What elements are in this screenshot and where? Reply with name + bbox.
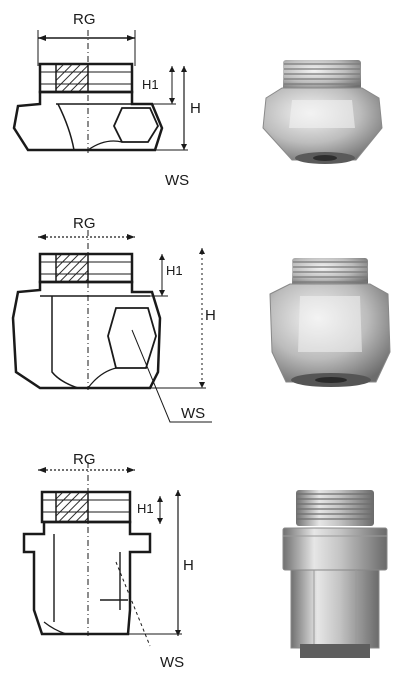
nozzle-photo — [262, 60, 383, 164]
ws-label: WS — [160, 654, 185, 671]
rg-label: RG — [73, 215, 96, 232]
nozzle-variant-2: RG H1 H WS — [0, 216, 408, 444]
rg-label: RG — [73, 11, 96, 28]
nozzle-drawing — [11, 230, 391, 423]
rg-label: RG — [73, 451, 96, 468]
h1-label: H1 — [137, 501, 154, 516]
nozzle-photo — [269, 258, 391, 387]
h1-label: H1 — [166, 263, 183, 278]
thread-hatch — [55, 491, 89, 523]
ws-label: WS — [165, 172, 190, 189]
nozzle-photo — [282, 490, 388, 658]
h-label: H — [183, 557, 194, 574]
h1-label: H1 — [142, 77, 159, 92]
h-label: H — [205, 307, 216, 324]
nozzle-drawing — [22, 462, 388, 658]
nozzle-body-outline — [22, 520, 152, 636]
nozzle-variant-1: RG H1 H WS — [0, 0, 408, 222]
nozzle-drawing — [12, 30, 383, 164]
nozzle-variant-3: RG H1 H WS — [0, 444, 408, 677]
thread-hatch — [55, 63, 89, 93]
ws-leader-line — [131, 329, 212, 423]
thread-hatch — [55, 253, 89, 283]
nozzle-body-outline — [11, 280, 162, 390]
h-label: H — [190, 100, 201, 117]
ws-label: WS — [181, 405, 206, 422]
